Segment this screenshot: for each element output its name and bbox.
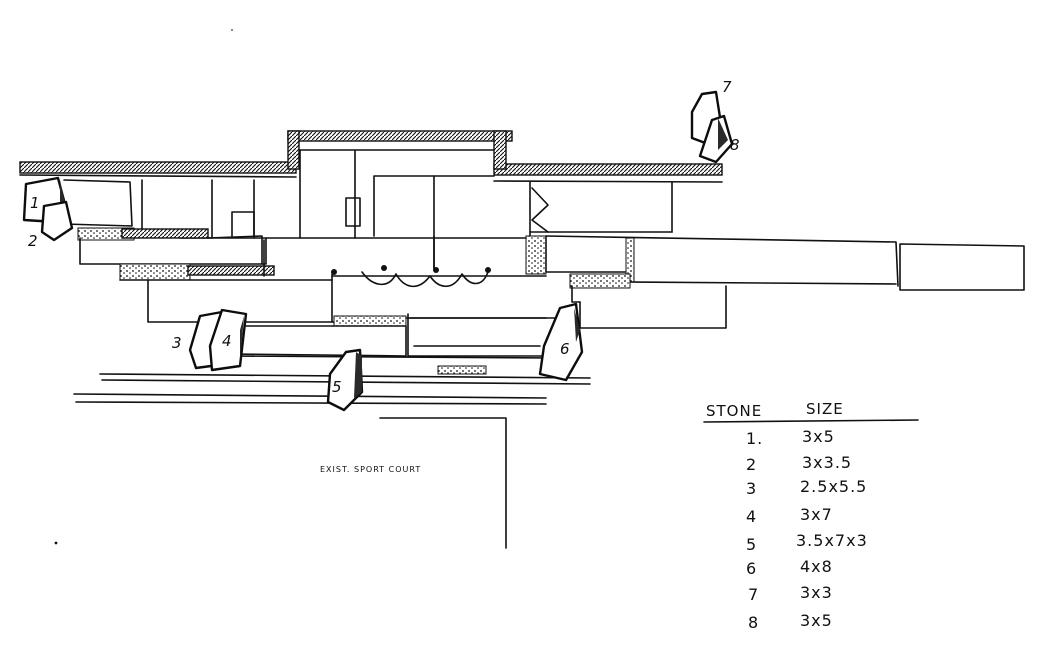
stone-3-label: 3 — [172, 334, 182, 352]
table-row-6-stone: 6 — [746, 559, 757, 578]
table-row-1-stone: 1. — [746, 429, 763, 448]
table-row-5-size: 3.5x7x3 — [796, 531, 868, 550]
stone-5-label: 5 — [332, 378, 342, 396]
stone-6-label: 6 — [560, 340, 570, 358]
stone-2-label: 2 — [28, 232, 38, 250]
top-wall — [19, 130, 723, 183]
stone-4 — [208, 308, 248, 372]
terraces — [77, 227, 1025, 359]
table-row-2-stone: 2 — [746, 455, 757, 474]
table-row-6-size: 4x8 — [800, 557, 833, 576]
stone-2 — [40, 200, 74, 242]
interior-lines — [63, 149, 673, 271]
sport-court — [379, 417, 507, 549]
table-row-3-size: 2.5x5.5 — [800, 477, 867, 496]
stone-6 — [538, 302, 584, 382]
table-row-3-stone: 3 — [746, 479, 757, 498]
table-row-8-stone: 8 — [748, 613, 759, 632]
sport-court-label: EXIST. SPORT COURT — [320, 465, 421, 474]
table-row-7-size: 3x3 — [800, 583, 833, 602]
stone-7-label: 7 — [722, 78, 732, 96]
stone-8 — [698, 114, 734, 164]
stone-8-label: 8 — [730, 136, 740, 154]
table-header-stone: STONE — [706, 402, 762, 420]
table-row-8-size: 3x5 — [800, 611, 833, 630]
table-row-4-size: 3x7 — [800, 505, 833, 524]
table-row-7-stone: 7 — [748, 585, 759, 604]
stone-5 — [326, 348, 364, 412]
stone-size-table: STONE SIZE 1. 3x5 2 3x3.5 3 2.5x5.5 4 3x… — [703, 400, 919, 632]
table-row-5-stone: 5 — [746, 535, 757, 554]
table-row-1-size: 3x5 — [802, 427, 835, 446]
stone-1-label: 1 — [30, 194, 40, 212]
table-row-4-stone: 4 — [746, 507, 757, 526]
stone-4-label: 4 — [222, 332, 232, 350]
table-row-2-size: 3x3.5 — [802, 453, 852, 472]
table-header-size: SIZE — [806, 400, 844, 418]
